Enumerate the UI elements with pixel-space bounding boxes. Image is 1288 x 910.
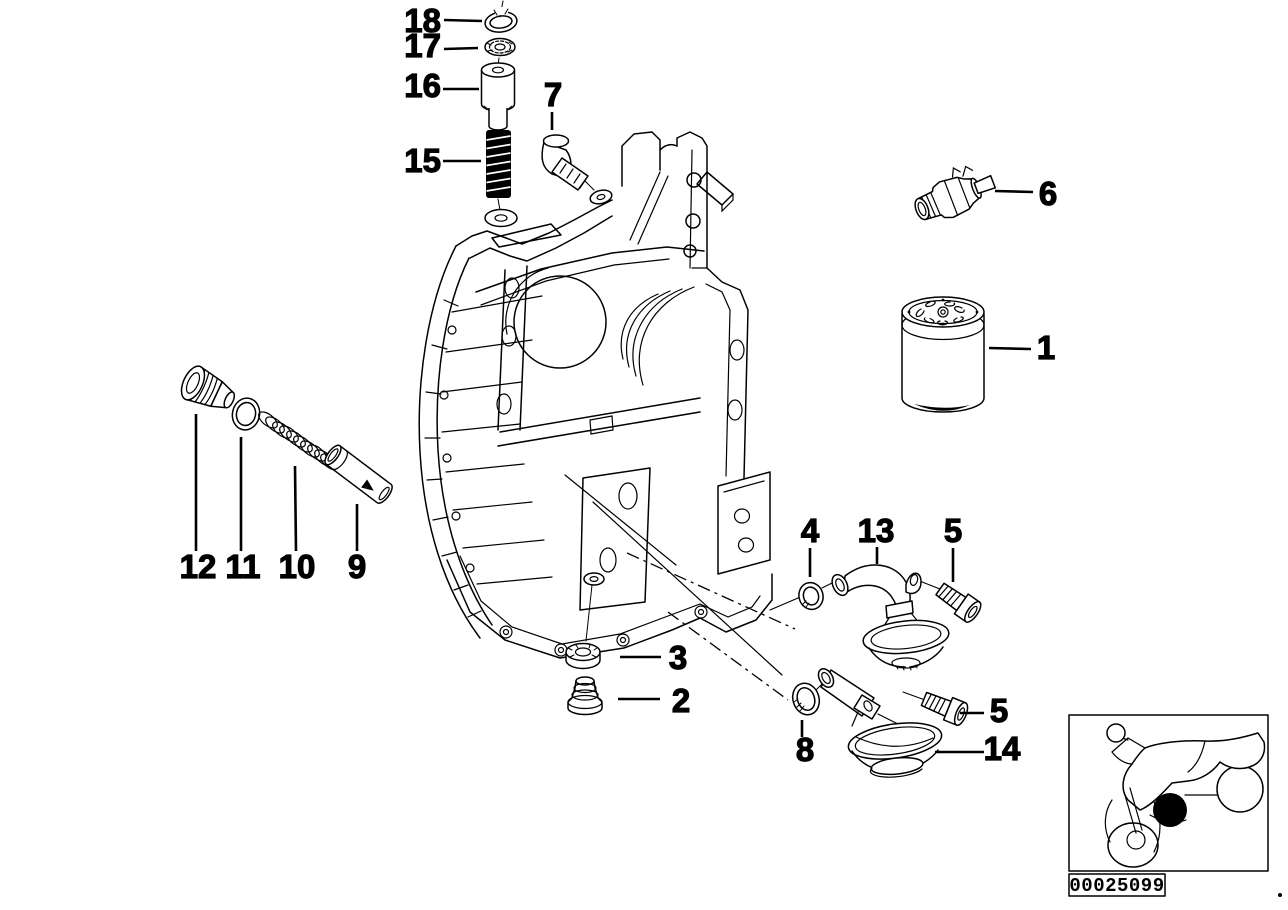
part-18-snap-ring[interactable] [484, 7, 518, 34]
callout-12[interactable]: 12 [179, 547, 217, 585]
leader-10 [293, 465, 298, 552]
part-13-suction-pipe[interactable] [829, 564, 950, 671]
callout-15[interactable]: 15 [404, 141, 442, 179]
leader-6 [994, 189, 1034, 194]
part-9-piston[interactable] [322, 443, 395, 506]
part-5a-screw[interactable] [933, 579, 984, 624]
part-11-o-ring[interactable] [229, 396, 262, 433]
part-8-o-ring[interactable] [789, 680, 824, 718]
part-6-oil-pressure-switch[interactable] [907, 157, 1000, 229]
callout-18[interactable]: 18 [404, 1, 442, 39]
part-17-washer[interactable] [484, 37, 516, 57]
part-15-spring[interactable] [486, 130, 511, 198]
leader-lines [194, 18, 1034, 754]
part-16-valve-piston[interactable] [480, 62, 516, 131]
part-12-screw-plug[interactable] [177, 363, 241, 418]
stray-dot [1278, 893, 1282, 897]
engine-case-drawing [418, 131, 773, 659]
callout-9[interactable]: 9 [347, 547, 367, 585]
part-7-banjo-fitting[interactable] [541, 134, 589, 191]
leader-1 [988, 346, 1032, 351]
callout-labels: 18 17 16 15 7 6 1 12 11 10 9 3 2 4 13 5 … [179, 1, 1058, 768]
callout-8[interactable]: 8 [795, 730, 815, 768]
image-number-box: 00025099 [1068, 873, 1166, 897]
callout-13[interactable]: 13 [857, 511, 895, 549]
callout-5a[interactable]: 5 [943, 511, 963, 549]
leader-18 [443, 18, 483, 23]
callout-4[interactable]: 4 [800, 511, 820, 549]
callout-11[interactable]: 11 [225, 547, 261, 585]
callout-5b[interactable]: 5 [989, 691, 1009, 729]
part-2-drain-plug[interactable] [567, 676, 603, 716]
callout-10[interactable]: 10 [278, 547, 316, 585]
vehicle-thumbnail[interactable] [1068, 714, 1269, 872]
part-1-oil-filter[interactable] [901, 296, 985, 413]
callout-2[interactable]: 2 [671, 681, 691, 719]
leader-17 [443, 46, 479, 51]
callout-6[interactable]: 6 [1038, 174, 1058, 212]
callout-3[interactable]: 3 [668, 638, 688, 676]
part-4-sealing-ring[interactable] [796, 580, 826, 612]
assembly-axis-lines [497, 0, 941, 701]
callout-14[interactable]: 14 [983, 729, 1022, 767]
motorcycle-icon [1104, 723, 1266, 868]
callout-16[interactable]: 16 [404, 66, 442, 104]
callout-7[interactable]: 7 [543, 75, 563, 113]
image-number: 00025099 [1069, 875, 1164, 897]
part-14-suction-funnel[interactable] [815, 666, 944, 778]
part-5b-screw[interactable] [920, 688, 971, 727]
part-3-sealing-ring[interactable] [565, 642, 601, 670]
callout-1[interactable]: 1 [1036, 328, 1056, 366]
callout-17[interactable]: 17 [404, 26, 442, 64]
